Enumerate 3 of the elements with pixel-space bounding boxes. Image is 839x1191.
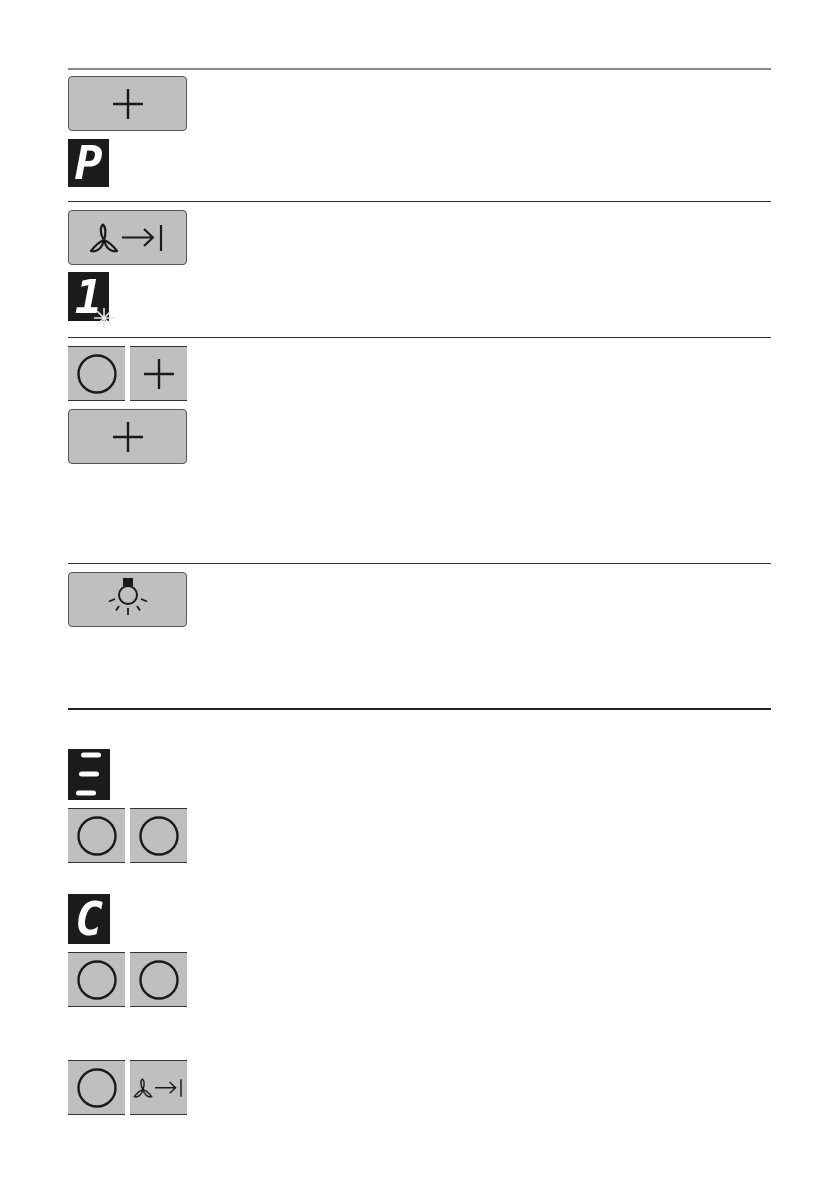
display-character: P [74,143,103,183]
display-character: C [75,899,103,939]
display-character: 1 [74,276,103,317]
